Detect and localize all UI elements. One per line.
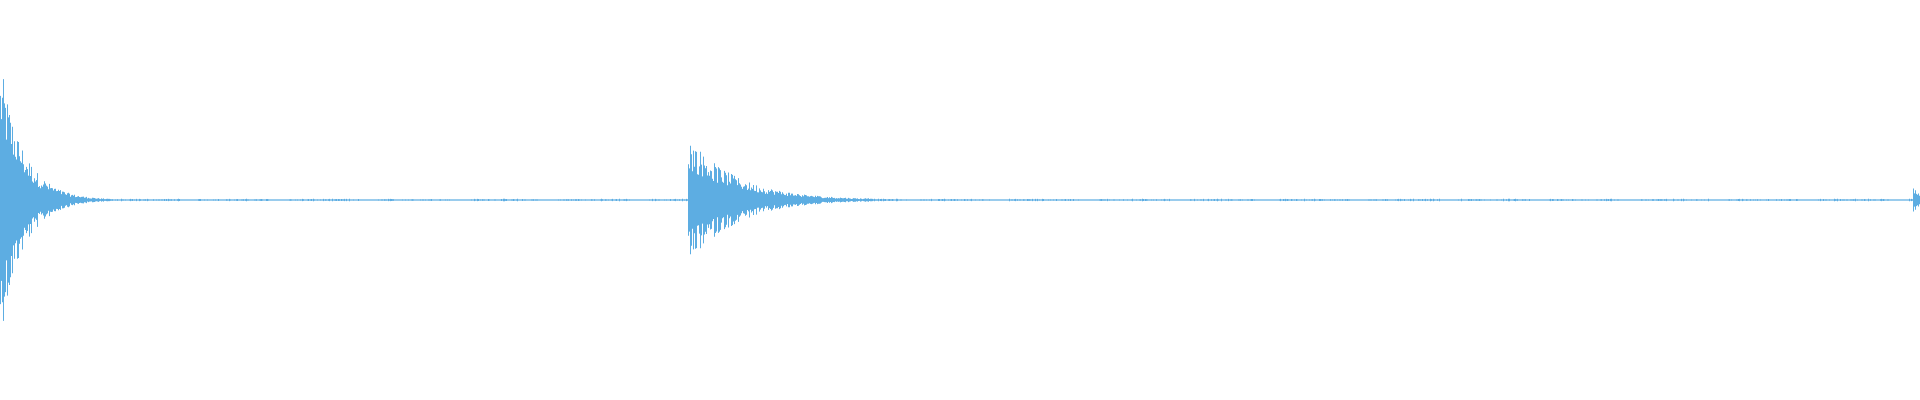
- waveform-path: [0, 79, 1920, 321]
